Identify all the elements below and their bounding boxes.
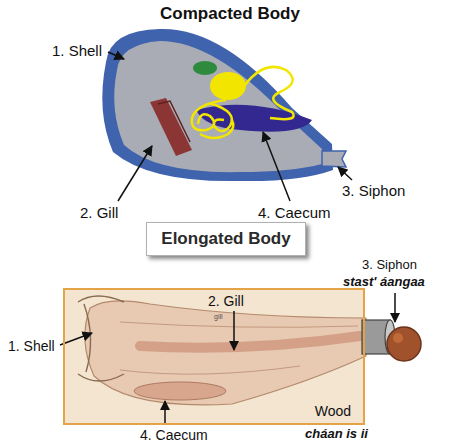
translation-label: stast' áangaa bbox=[343, 275, 425, 290]
heading: Compacted Body bbox=[160, 4, 300, 24]
part-label: 4. Caecum bbox=[258, 204, 331, 221]
translation-label: cháan is ii bbox=[305, 427, 368, 442]
part-label: 3. Siphon bbox=[362, 258, 417, 273]
part-label: 2. Gill bbox=[80, 204, 118, 221]
box-label: Elongated Body bbox=[161, 229, 291, 249]
heading-box: Elongated Body bbox=[146, 222, 306, 256]
shipworm-in-wood bbox=[64, 289, 421, 424]
part-label: 1. Shell bbox=[8, 338, 55, 354]
leader-lines bbox=[60, 293, 395, 424]
material-label: Wood bbox=[315, 403, 351, 419]
part-label: 1. Shell bbox=[52, 42, 102, 59]
part-label: 3. Siphon bbox=[342, 182, 405, 199]
part-label: 4. Caecum bbox=[140, 427, 208, 443]
tiny-label: gill bbox=[214, 313, 223, 321]
part-label: 2. Gill bbox=[208, 293, 244, 309]
leader-lines bbox=[108, 52, 352, 201]
compact-clam bbox=[102, 29, 346, 181]
